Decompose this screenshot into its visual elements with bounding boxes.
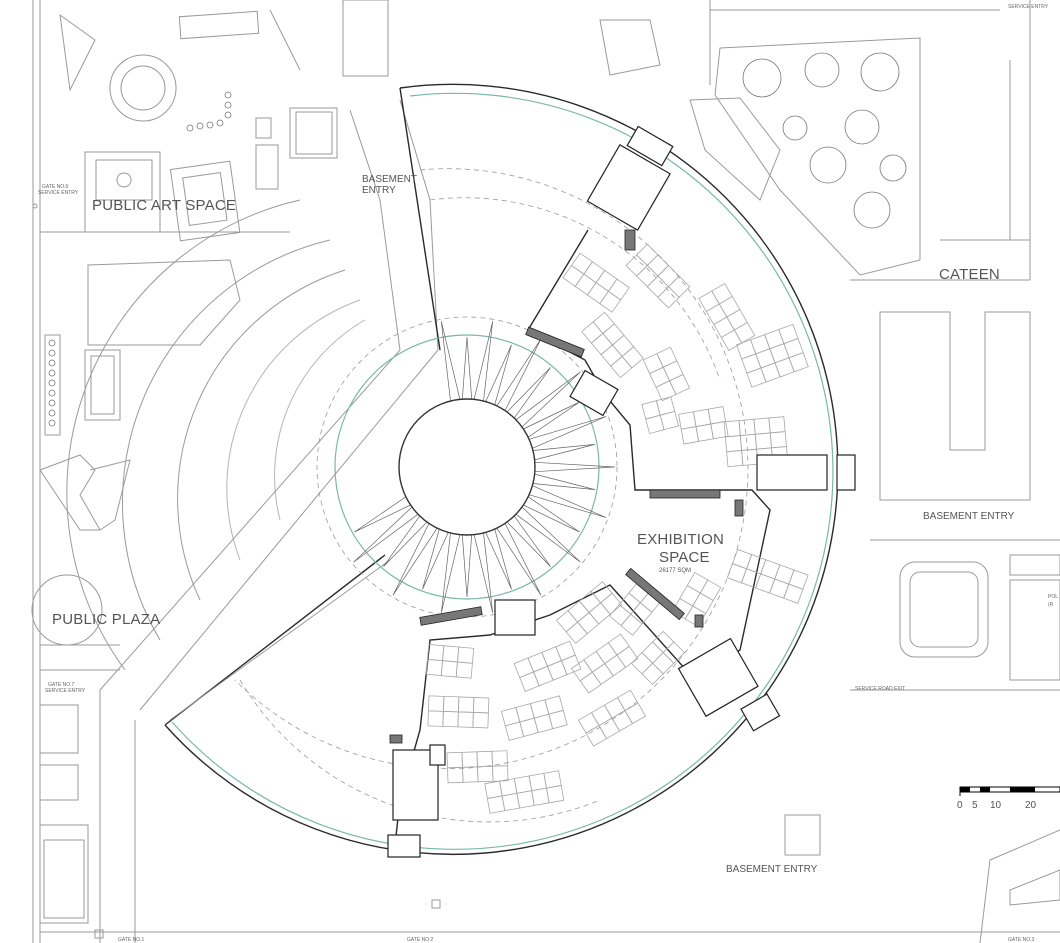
gate-3-label: GATE NO.3 [1008, 937, 1035, 943]
canopy-spike [422, 529, 449, 590]
canopy-spike [532, 444, 596, 461]
canopy-spike [354, 496, 411, 533]
canopy-spike [461, 336, 473, 400]
canopy-spike [529, 485, 607, 518]
booth-block [641, 396, 680, 435]
right-site-context [599, 0, 1060, 943]
canopy-spike [523, 496, 580, 533]
basement-entry-top-1: BASEMENT [362, 174, 417, 185]
canopy-spike [392, 523, 438, 596]
booth-block [484, 770, 565, 814]
canopy-spike [529, 416, 607, 449]
plaza-circle [31, 574, 103, 646]
scale-tick-10: 10 [990, 800, 1002, 811]
exhibition-area-label: 26177 SQM [659, 568, 691, 574]
partial-label-1: POL [1048, 594, 1058, 600]
canopy-spike [485, 529, 512, 590]
booth-block [642, 346, 691, 402]
gate-6-label-1: GATE NO.6 [42, 184, 69, 190]
canopy-spike [473, 532, 494, 613]
left-site-context [31, 0, 1060, 943]
canopy-spike [523, 401, 580, 438]
booth-block [625, 243, 691, 309]
canopy-spike [515, 371, 581, 428]
lower-left-building [39, 824, 89, 924]
basement-entry-top-2: ENTRY [362, 185, 396, 196]
canopy-spike [353, 506, 419, 563]
service-entry-top-right: SERVICE ENTRY [1008, 4, 1049, 10]
exhibition-space-label-1: EXHIBITION [637, 531, 724, 548]
public-art-space-label: PUBLIC ART SPACE [92, 197, 236, 214]
plan-labels: EXHIBITION SPACE 26177 SQM PUBLIC ART SP… [38, 4, 1058, 943]
gate-7-label-1: GATE NO.7 [48, 682, 75, 688]
canopy-spike [383, 515, 428, 567]
service-cores [387, 125, 856, 858]
cateen-label: CATEEN [939, 266, 1000, 283]
canopy-spike [506, 515, 551, 567]
booth-block [500, 695, 568, 741]
booth-block [562, 252, 630, 313]
central-rotunda [316, 316, 618, 618]
gate-2-label: GATE NO.2 [407, 937, 434, 943]
booth-block [577, 689, 647, 747]
booth-block [427, 695, 490, 729]
gate-1-label: GATE NO.1 [118, 937, 145, 943]
partial-label-2: (R [1048, 602, 1054, 608]
canopy-spike [440, 532, 461, 613]
radial-canopy-spikes [353, 321, 616, 613]
canopy-spike [485, 344, 512, 405]
booth-block [425, 643, 475, 679]
basement-ramp-top [99, 99, 439, 943]
canopy-spike [532, 473, 596, 490]
booth-block [581, 311, 644, 379]
basement-entry-right: BASEMENT ENTRY [923, 511, 1015, 522]
basement-entry-bottom: BASEMENT ENTRY [726, 864, 818, 875]
scale-tick-0: 0 [957, 800, 963, 811]
booth-block [608, 580, 663, 636]
booth-block [678, 406, 729, 445]
landscape-arcs [66, 199, 366, 671]
service-road-exit-label: SERVICE ROAD EXIT [855, 686, 905, 692]
public-plaza-label: PUBLIC PLAZA [52, 611, 160, 628]
canopy-spike [496, 523, 542, 596]
scale-tick-20: 20 [1025, 800, 1037, 811]
booth-block [570, 633, 639, 694]
booth-block [726, 548, 809, 604]
booth-block [736, 323, 809, 388]
cateen-landscape-trees [742, 52, 907, 229]
booth-block [630, 630, 685, 685]
canopy-spike [473, 321, 494, 402]
canopy-spike [506, 367, 551, 419]
booth-block [698, 282, 756, 352]
gate-7-label-2: SERVICE ENTRY [45, 688, 86, 694]
canopy-spike [534, 461, 616, 473]
exhibition-space-label-2: SPACE [659, 549, 710, 566]
pavilion-box [84, 349, 121, 421]
central-atrium [398, 398, 536, 536]
scale-tick-5: 5 [972, 800, 978, 811]
canopy-spike [440, 321, 461, 402]
roundabout-feature [109, 54, 177, 122]
scale-bar: 0 5 10 20 [957, 786, 1060, 811]
canopy-spike [461, 534, 473, 598]
booth-block [446, 750, 509, 784]
u-shaped-building [879, 311, 1031, 501]
rounded-court [899, 561, 989, 658]
kiosk-box [289, 107, 338, 159]
gate-6-label-2: SERVICE ENTRY [38, 190, 79, 196]
booth-block [513, 640, 582, 692]
booth-block [555, 581, 623, 644]
exhibition-booths [425, 243, 809, 814]
canopy-spike [515, 506, 581, 563]
